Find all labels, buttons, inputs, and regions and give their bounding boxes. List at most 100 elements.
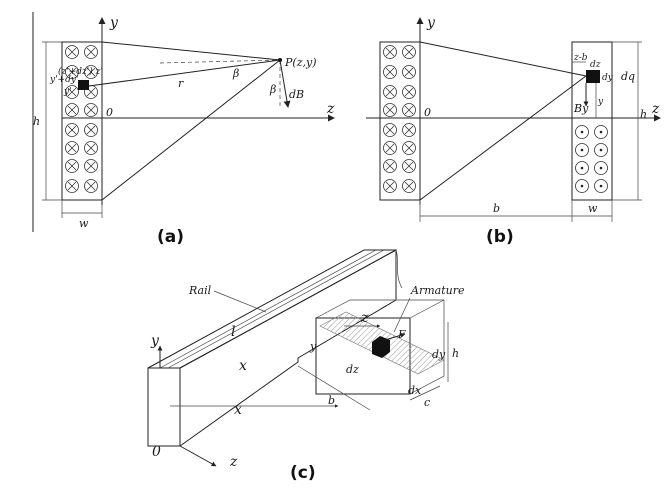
- caption-a: (a): [157, 227, 184, 247]
- cross-mark: [86, 105, 96, 115]
- z-c-label-1: z: [360, 310, 369, 326]
- point-p-label: P(z,y): [284, 56, 317, 69]
- cross-mark: [404, 47, 414, 57]
- db-label: dB: [289, 88, 304, 101]
- y-c-label-2: y: [309, 340, 317, 353]
- right-current-out-symbols: [575, 125, 608, 193]
- z-c-axis: [179, 445, 217, 467]
- cross-mark: [86, 67, 96, 77]
- dot-mark: [599, 184, 603, 188]
- y-c-label: y: [150, 333, 160, 349]
- cross-mark: [67, 161, 77, 171]
- b-label: b: [493, 202, 500, 215]
- dq-label: dq: [621, 70, 635, 83]
- rail-side-face: [179, 249, 397, 447]
- cross-mark: [67, 47, 77, 57]
- cross-mark: [67, 125, 77, 135]
- y-b-label: y: [597, 97, 604, 107]
- element-y1-label: y'+dy': [49, 75, 78, 85]
- z-c-label-2: z: [229, 454, 238, 470]
- c-c-label: c: [424, 396, 430, 409]
- cross-mark: [404, 161, 414, 171]
- dz-c-label: dz: [346, 363, 359, 376]
- cross-mark: [404, 143, 414, 153]
- rail-front-face: [147, 367, 181, 447]
- left-conductor: [379, 41, 421, 201]
- dot-mark: [580, 166, 584, 170]
- cross-mark: [86, 143, 96, 153]
- cross-mark: [385, 143, 395, 153]
- dz-label: dz: [590, 60, 601, 70]
- charge-element: [586, 70, 600, 83]
- origin-b-label: 0: [424, 106, 431, 119]
- r-label: r: [178, 77, 184, 90]
- y-axis-label: y: [109, 15, 119, 31]
- element-y2-label: y': [63, 87, 72, 97]
- rail-top-face: [147, 249, 397, 369]
- caption-b: (b): [486, 227, 514, 247]
- current-element: [78, 80, 89, 90]
- panel-c: Rail Armature l x x y y z F dy h dz dx b…: [147, 249, 465, 483]
- dx-c-label: dx: [408, 384, 422, 397]
- dot-mark: [580, 148, 584, 152]
- y-axis-b-label: y: [426, 15, 436, 31]
- dot-mark: [580, 130, 584, 134]
- dot-mark: [599, 148, 603, 152]
- panel-b: y z 0 z-b dz dy By y dq h b w (b: [366, 15, 661, 247]
- cross-mark: [86, 181, 96, 191]
- dot-mark: [580, 184, 584, 188]
- cross-mark: [385, 161, 395, 171]
- beta-label-2: β: [269, 83, 276, 96]
- cross-mark: [404, 87, 414, 97]
- by-label: By: [573, 102, 589, 115]
- current-element-hex: [372, 336, 390, 358]
- cross-mark: [67, 105, 77, 115]
- cross-mark: [385, 125, 395, 135]
- cross-mark: [404, 105, 414, 115]
- origin-label: 0: [106, 106, 113, 119]
- cross-mark: [67, 67, 77, 77]
- cross-mark: [86, 125, 96, 135]
- dot-mark: [599, 130, 603, 134]
- cross-mark: [67, 87, 77, 97]
- h-label: h: [33, 115, 40, 128]
- dot-mark: [599, 166, 603, 170]
- db-vector: [279, 59, 291, 108]
- caption-c: (c): [290, 463, 316, 483]
- b-c-label: b: [328, 394, 335, 407]
- cross-mark: [86, 87, 96, 97]
- cross-mark: [86, 161, 96, 171]
- zb-label: z-b: [573, 53, 588, 63]
- rail-label: Rail: [188, 284, 212, 297]
- right-conductor: [571, 41, 613, 201]
- h-b-label: h: [640, 108, 647, 121]
- cross-mark: [385, 105, 395, 115]
- dy-label: dy: [602, 73, 614, 83]
- cross-mark: [67, 143, 77, 153]
- left-current-in-symbols: [383, 45, 416, 193]
- cross-mark: [404, 181, 414, 191]
- cross-mark: [385, 181, 395, 191]
- h-c-label: h: [452, 347, 459, 360]
- origin-c-label: 0: [152, 444, 161, 460]
- z-axis-b-label: z: [651, 101, 660, 117]
- dy-c-label: dy: [432, 348, 446, 361]
- cross-mark: [67, 181, 77, 191]
- cross-mark: [385, 47, 395, 57]
- cross-mark: [404, 67, 414, 77]
- armature-label: Armature: [410, 284, 465, 297]
- cross-mark: [404, 125, 414, 135]
- beta-label-1: β: [232, 67, 239, 80]
- cross-mark: [86, 47, 96, 57]
- l-label: l: [231, 324, 235, 340]
- x-label-1: x: [239, 358, 247, 374]
- z-axis-label: z: [326, 101, 335, 117]
- cross-mark: [385, 67, 395, 77]
- cross-mark: [385, 87, 395, 97]
- x-label-2: x: [234, 402, 242, 418]
- w-label: w: [79, 217, 89, 230]
- element-top-label: (z'+dz') z': [58, 66, 103, 77]
- conductor-block: [61, 41, 103, 201]
- w-b-label: w: [588, 202, 598, 215]
